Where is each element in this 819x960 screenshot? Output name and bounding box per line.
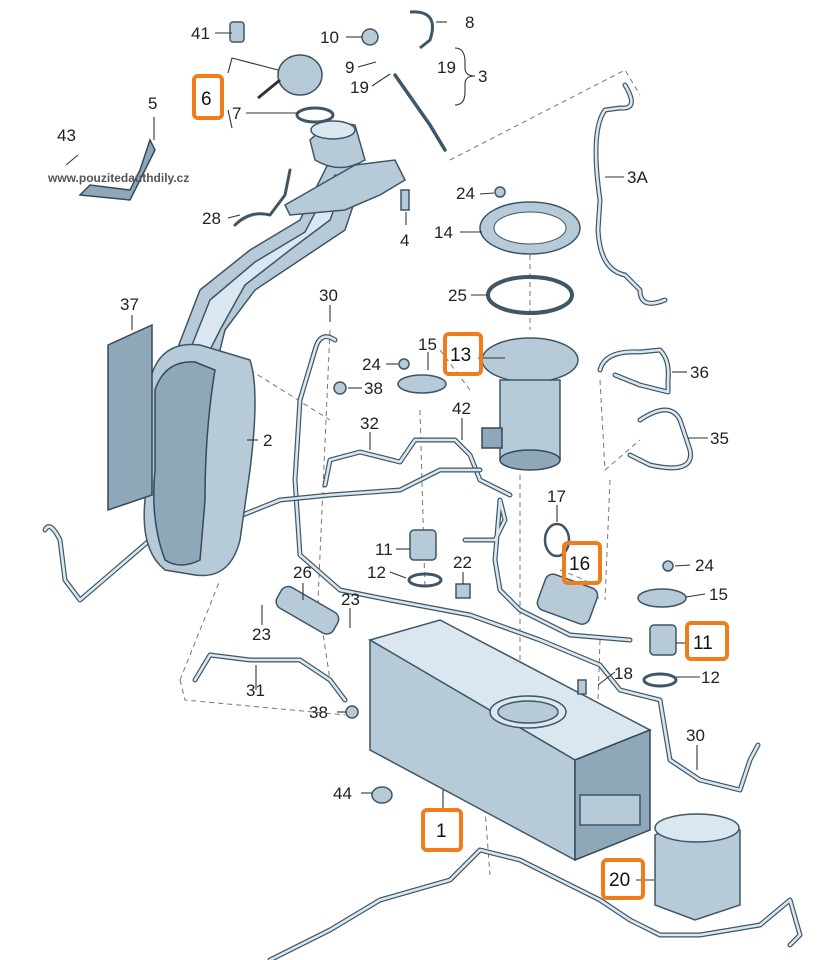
label-35: 35 xyxy=(710,429,729,448)
label-32: 32 xyxy=(360,414,379,433)
highlight-1 xyxy=(421,808,463,852)
label-38-bottom: 38 xyxy=(309,703,328,722)
label-3: 3 xyxy=(478,67,487,86)
label-23-right: 23 xyxy=(341,590,360,609)
label-25: 25 xyxy=(448,286,467,305)
label-43: 43 xyxy=(57,126,76,145)
watermark-text: www.pouzitedauthdily.cz xyxy=(47,171,189,185)
label-26: 26 xyxy=(293,563,312,582)
label-22: 22 xyxy=(453,553,472,572)
label-17: 17 xyxy=(547,487,566,506)
label-30-top: 30 xyxy=(319,286,338,305)
components xyxy=(78,10,741,921)
label-23-left: 23 xyxy=(252,625,271,644)
label-13: 13 xyxy=(450,345,471,366)
label-1: 1 xyxy=(436,821,447,842)
label-19-upper: 19 xyxy=(437,58,456,77)
label-2: 2 xyxy=(263,431,272,450)
label-20: 20 xyxy=(609,870,630,891)
highlight-6 xyxy=(192,74,224,120)
label-24-middle: 24 xyxy=(362,355,381,374)
highlight-16 xyxy=(562,541,602,585)
part-labels: 41 10 8 9 19 3 19 6 7 5 43 www.pouziteda… xyxy=(47,13,729,891)
highlight-13 xyxy=(443,332,483,376)
label-30-bottom: 30 xyxy=(686,726,705,745)
label-44: 44 xyxy=(333,784,352,803)
label-19-lower: 19 xyxy=(350,78,369,97)
label-37: 37 xyxy=(120,295,139,314)
pipes xyxy=(42,73,803,960)
label-36: 36 xyxy=(690,363,709,382)
label-11-right: 11 xyxy=(693,633,713,654)
label-31: 31 xyxy=(246,681,265,700)
label-9: 9 xyxy=(345,58,354,77)
bracket-19-3 xyxy=(454,47,476,106)
label-14: 14 xyxy=(434,223,453,242)
label-10: 10 xyxy=(320,28,339,47)
label-42: 42 xyxy=(452,399,471,418)
label-16: 16 xyxy=(569,554,590,575)
label-3a: 3A xyxy=(627,168,648,187)
label-4: 4 xyxy=(400,231,409,250)
label-6: 6 xyxy=(201,89,212,110)
label-5: 5 xyxy=(148,94,157,113)
label-18: 18 xyxy=(614,664,633,683)
highlight-boxes xyxy=(192,74,729,900)
highlight-20 xyxy=(601,858,645,900)
filler-neck-and-tank xyxy=(107,120,406,577)
label-7: 7 xyxy=(232,104,241,123)
highlight-11 xyxy=(685,621,729,661)
label-28: 28 xyxy=(202,209,221,228)
main-tank xyxy=(368,619,652,862)
label-12-right: 12 xyxy=(701,668,720,687)
label-12-left: 12 xyxy=(367,563,386,582)
label-24-right: 24 xyxy=(695,556,714,575)
label-15-left: 15 xyxy=(418,335,437,354)
label-38-top: 38 xyxy=(364,379,383,398)
label-8: 8 xyxy=(465,13,474,32)
label-11-left: 11 xyxy=(375,540,393,559)
label-15-right: 15 xyxy=(709,585,728,604)
leader-lines xyxy=(65,21,708,881)
label-24-top: 24 xyxy=(456,184,475,203)
label-41: 41 xyxy=(191,24,210,43)
